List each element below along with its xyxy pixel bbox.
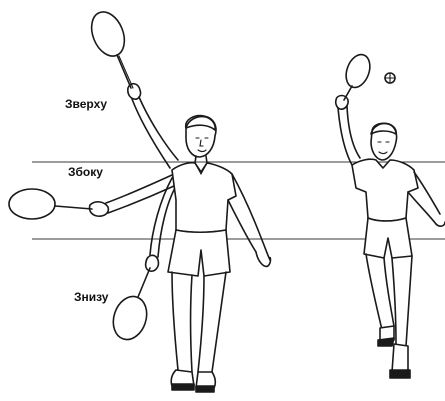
side-arm	[89, 175, 174, 216]
overhead-racket	[85, 7, 133, 88]
right-player-legs	[366, 254, 412, 378]
side-racket	[9, 189, 92, 219]
right-player-racket	[342, 51, 374, 100]
overhead-arm	[128, 84, 178, 168]
underhand-racket	[108, 268, 152, 344]
right-player-figure	[336, 51, 445, 378]
side-stroke-label: Збоку	[67, 165, 104, 179]
right-player-raised-arm	[336, 96, 360, 166]
right-player-shorts	[364, 218, 412, 258]
shuttlecock	[385, 73, 395, 83]
left-player-legs	[171, 272, 226, 392]
right-player-torso	[352, 159, 418, 221]
left-player-shorts	[168, 230, 230, 276]
left-player-head	[186, 116, 216, 163]
left-player-figure	[9, 7, 271, 392]
underhand-stroke-label: Знизу	[73, 290, 109, 304]
overhead-stroke-label: Зверху	[64, 97, 108, 111]
left-player-torso	[172, 163, 236, 232]
right-player-head	[371, 123, 397, 160]
